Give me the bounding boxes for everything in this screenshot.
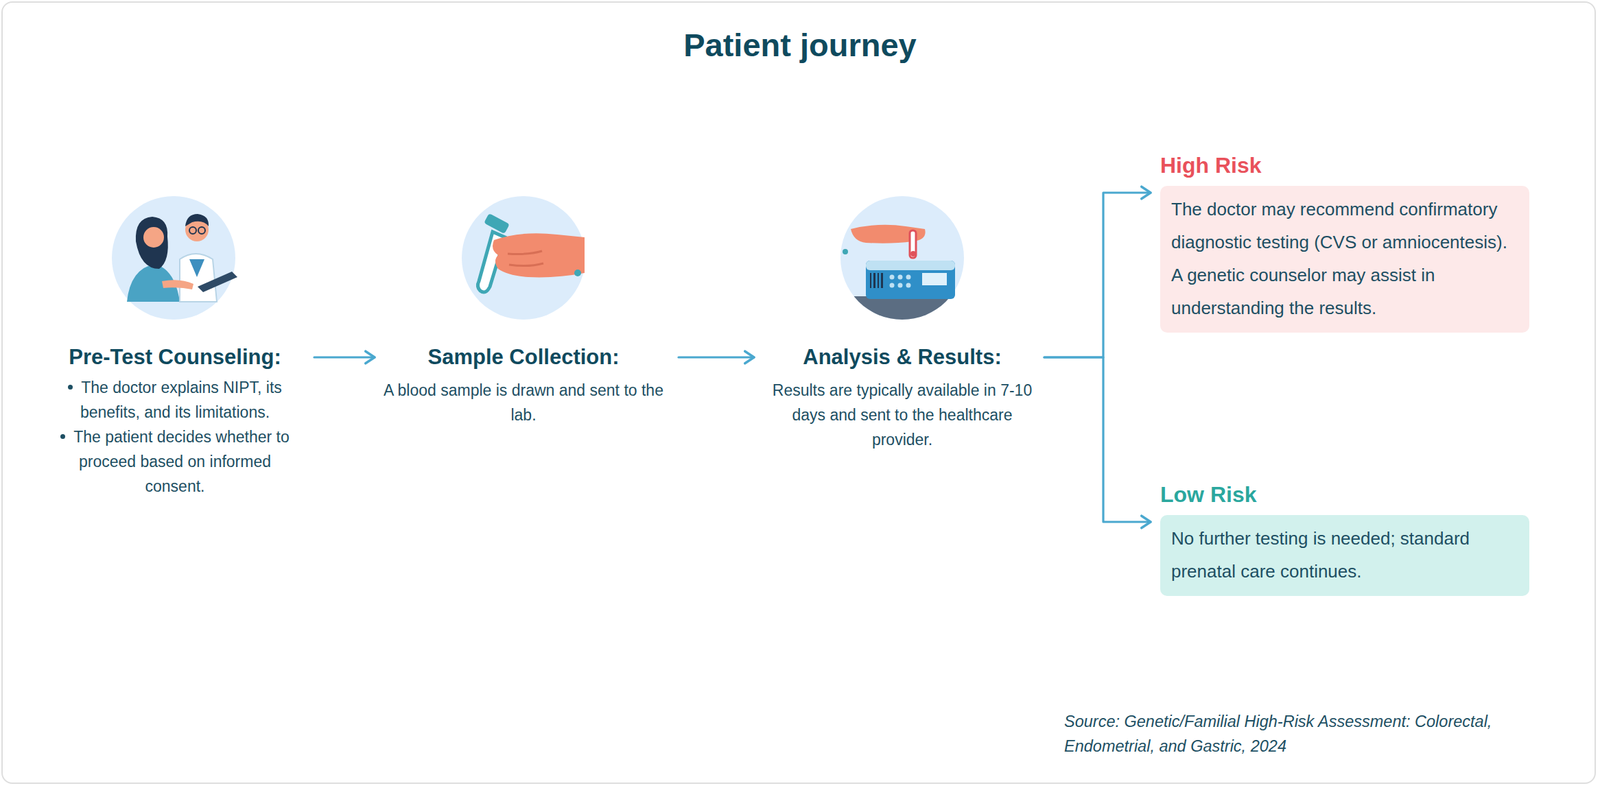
sleeve <box>584 231 595 278</box>
icon-circle <box>840 196 964 320</box>
bullet-item: The doctor explains NIPT, its benefits, … <box>48 375 302 425</box>
analyzer-screen <box>922 273 947 286</box>
blood-sample <box>910 251 916 257</box>
doctor-hair <box>185 214 209 227</box>
outcome-text: The doctor may recommend confirmatory di… <box>1160 185 1530 333</box>
step-heading: Pre-Test Counseling: <box>48 339 302 376</box>
analysis-icon <box>837 196 975 338</box>
button <box>889 275 895 280</box>
patient-face <box>143 227 164 248</box>
doctor-face <box>185 218 209 242</box>
process-step: Pre-Test Counseling:The doctor explains … <box>48 339 302 499</box>
doctor-coat <box>179 253 217 302</box>
sample-tube <box>909 230 916 258</box>
icon-circle <box>111 196 236 320</box>
bullet-item: The patient decides whether to proceed b… <box>48 424 302 499</box>
test-tube <box>477 231 505 293</box>
bar <box>873 273 876 289</box>
analyzer-buttons <box>889 275 912 289</box>
process-step: Analysis & Results:Results are typically… <box>760 339 1045 453</box>
button <box>898 283 903 289</box>
dot <box>842 249 849 255</box>
clipboard <box>197 271 238 293</box>
outcome-text: No further testing is needed; standard p… <box>1160 515 1530 597</box>
patient-hair <box>135 216 169 269</box>
hand <box>492 233 585 278</box>
doctor-shirt <box>189 259 205 278</box>
outcome-box: Low Risk No further testing is needed; st… <box>1160 480 1530 597</box>
patient-body <box>126 264 180 302</box>
analyzer-machine <box>865 260 956 300</box>
button <box>889 283 895 289</box>
finger-line <box>507 251 544 267</box>
button <box>906 275 912 280</box>
source-note: Source: Genetic/Familial High-Risk Asses… <box>1064 709 1545 759</box>
analyzer-top <box>865 260 956 271</box>
doctor-glasses <box>189 227 197 234</box>
hand <box>850 225 926 244</box>
step-heading: Analysis & Results: <box>760 339 1045 376</box>
outcome-box: High RiskThe doctor may recommend confir… <box>1160 151 1530 333</box>
flow-arrow <box>314 356 375 359</box>
outcome-heading: Low Risk <box>1160 480 1530 509</box>
bar <box>880 273 884 289</box>
diagram-title: Patient journey <box>0 24 1600 66</box>
button <box>906 283 912 289</box>
tube-cap <box>483 213 510 234</box>
sleeve-button <box>574 269 582 277</box>
patient-arm <box>161 279 194 290</box>
step-text: A blood sample is drawn and sent to the … <box>380 378 667 428</box>
bar <box>869 273 872 289</box>
counseling-icon <box>111 196 238 320</box>
flow-arrow <box>1044 192 1151 358</box>
step-text: Results are typically available in 7-10 … <box>760 378 1045 453</box>
step-heading: Sample Collection: <box>380 339 667 376</box>
sample-icon <box>461 196 595 320</box>
bench <box>837 296 975 338</box>
process-step: Sample Collection:A blood sample is draw… <box>380 339 667 428</box>
doctor-glasses <box>198 227 206 234</box>
icon-circle <box>461 196 586 320</box>
button <box>898 275 903 280</box>
bar <box>877 273 879 289</box>
flow-arrow <box>1044 357 1151 523</box>
flow-arrow <box>678 356 755 359</box>
barcode <box>869 273 884 289</box>
outcome-heading: High Risk <box>1160 151 1530 180</box>
